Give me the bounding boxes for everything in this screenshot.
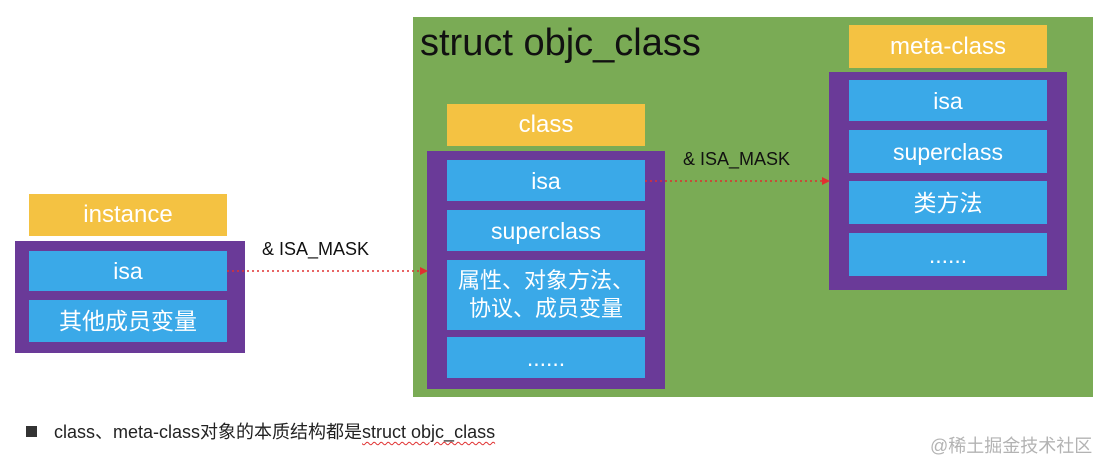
meta-class-class-methods-field: 类方法 [849,181,1047,224]
meta-class-header: meta-class [849,25,1047,68]
bullet-icon [26,426,37,437]
class-methods-field: 属性、对象方法、 协议、成员变量 [447,260,645,330]
instance-isa-field: isa [29,251,227,291]
watermark: @稀土掘金技术社区 [930,436,1093,456]
bullet-note-prefix: class、meta-class对象的本质结构都是 [54,422,363,442]
class-isa-field: isa [447,160,645,201]
isa-mask-label-2: & ISA_MASK [683,149,791,169]
bullet-note-highlight: struct objc_class [362,422,496,442]
class-ellipsis-field: ...... [447,337,645,378]
instance-header: instance [29,194,227,236]
class-superclass-field: superclass [447,210,645,251]
meta-class-ellipsis-field: ...... [849,233,1047,276]
isa-mask-label-1: & ISA_MASK [262,239,370,259]
class-header: class [447,104,645,146]
meta-class-superclass-field: superclass [849,130,1047,173]
panel-title: struct objc_class [420,22,701,64]
instance-ivars-field: 其他成员变量 [29,300,227,342]
bullet-note: class、meta-class对象的本质结构都是struct objc_cla… [54,418,495,444]
meta-class-isa-field: isa [849,80,1047,121]
